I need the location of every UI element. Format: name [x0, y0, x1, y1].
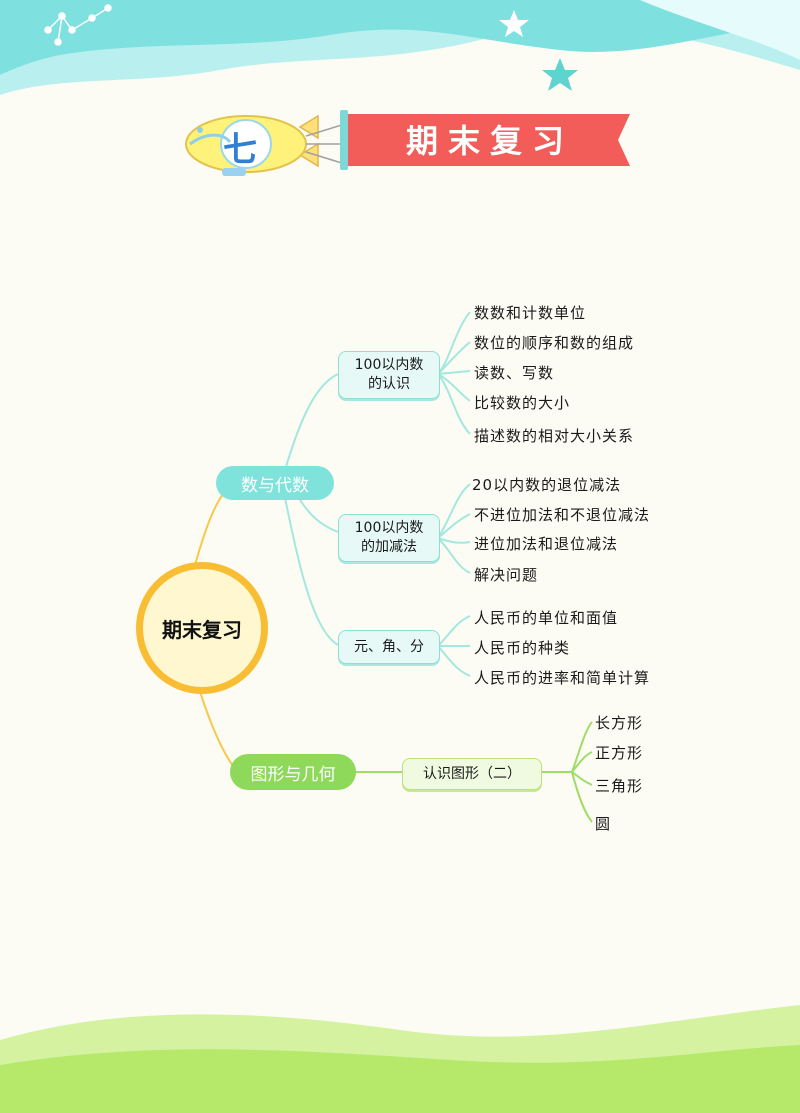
topic-line: 元、角、分	[354, 638, 424, 655]
leaf-item: 人民币的种类	[474, 639, 571, 657]
leaf-item: 比较数的大小	[474, 394, 571, 412]
star-icon	[499, 10, 529, 37]
leaf-item: 正方形	[595, 744, 644, 762]
leaf-item: 描述数的相对大小关系	[474, 427, 635, 445]
leaf-item: 解决问题	[474, 566, 539, 584]
branch-number-algebra: 数与代数	[216, 466, 334, 500]
leaf-item: 人民币的单位和面值	[474, 609, 619, 627]
topic-line: 认识图形（二）	[423, 765, 521, 782]
topic-line: 100以内数	[354, 520, 424, 536]
leaf-item: 圆	[595, 815, 612, 833]
airship-icon	[185, 114, 346, 176]
leaf-item: 进位加法和退位减法	[474, 535, 619, 553]
leaf-item: 读数、写数	[474, 364, 555, 382]
constellation-icon	[44, 4, 112, 46]
title-banner	[340, 110, 630, 170]
leaf-item: 数数和计数单位	[474, 304, 587, 322]
mindmap-center-node: 期末复习	[136, 562, 268, 694]
star-icon	[542, 58, 578, 91]
topic-shapes: 认识图形（二）	[402, 758, 542, 790]
leaf-item: 三角形	[595, 777, 644, 795]
topic-line: 的认识	[368, 376, 410, 392]
grass-front	[0, 1045, 800, 1113]
sky-wave-front	[0, 0, 800, 75]
branch-geometry: 图形与几何	[230, 754, 356, 790]
leaf-item: 人民币的进率和简单计算	[474, 669, 651, 687]
leaf-item: 不进位加法和不退位减法	[474, 506, 651, 524]
topic-line: 的加减法	[361, 539, 417, 555]
leaf-item: 20以内数的退位减法	[472, 476, 622, 494]
unit-number: 七	[223, 129, 257, 170]
banner-title: 期末复习	[405, 122, 574, 160]
leaf-item: 数位的顺序和数的组成	[474, 334, 635, 352]
leaf-item: 长方形	[595, 714, 644, 732]
topic-addition-subtraction: 100以内数 的加减法	[338, 514, 440, 562]
topic-money: 元、角、分	[338, 630, 440, 664]
topic-line: 100以内数	[354, 357, 424, 373]
sky-wave-light	[640, 0, 800, 60]
topic-numbers-within-100: 100以内数 的认识	[338, 351, 440, 399]
